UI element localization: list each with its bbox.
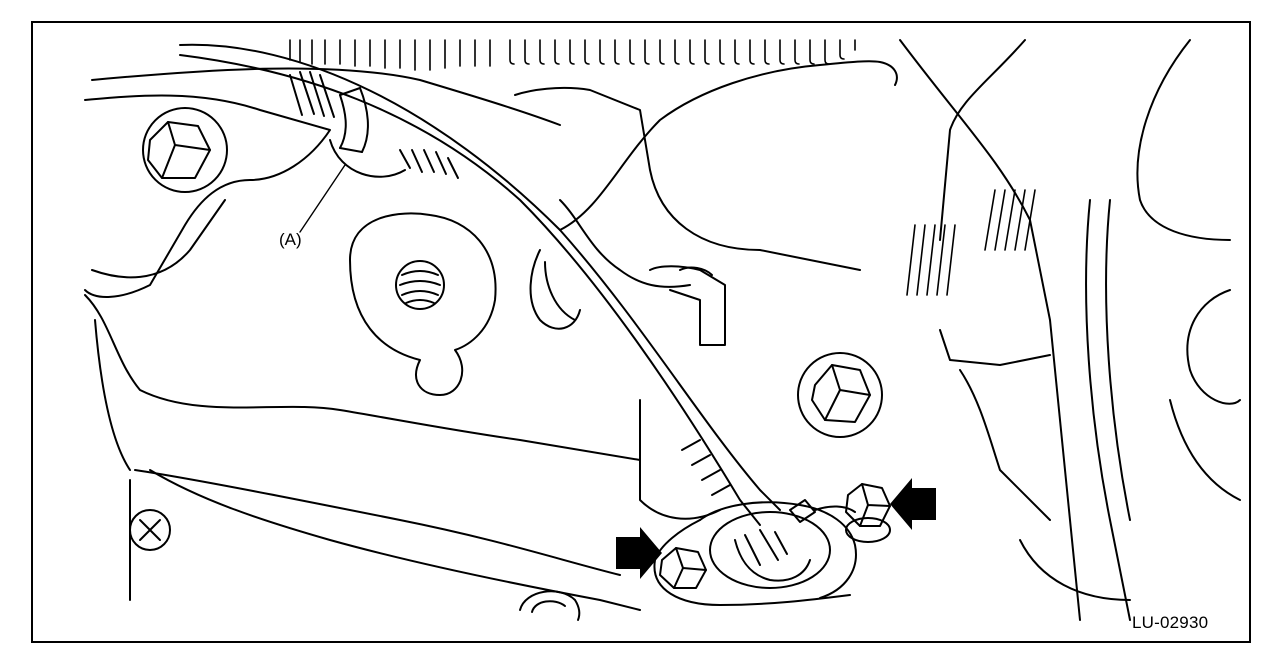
arrow-left-icon (890, 478, 936, 530)
lower-flange (149, 469, 641, 611)
bolt-icon (845, 483, 891, 543)
callout-leader-line (299, 164, 346, 233)
housing-body (84, 94, 331, 298)
housing-upper-edge (91, 67, 561, 126)
drain-plug (519, 590, 581, 621)
callout-label-a: (A) (279, 230, 302, 249)
figure-border (31, 21, 1251, 643)
clamp-base (329, 139, 406, 178)
threaded-boss (349, 212, 497, 396)
drain-plug (129, 509, 171, 551)
bolt-icon (659, 547, 707, 589)
oil-pressure-sensor (699, 499, 857, 599)
center-housing (514, 86, 861, 271)
arrow-right-icon (616, 527, 662, 579)
figure-id: LU-02930 (1132, 613, 1209, 632)
right-fins (906, 189, 1036, 296)
bolt-icon (797, 352, 883, 438)
bolt-icon (142, 107, 228, 193)
hose-bend (559, 60, 898, 231)
oil-pan-fins (289, 39, 856, 71)
